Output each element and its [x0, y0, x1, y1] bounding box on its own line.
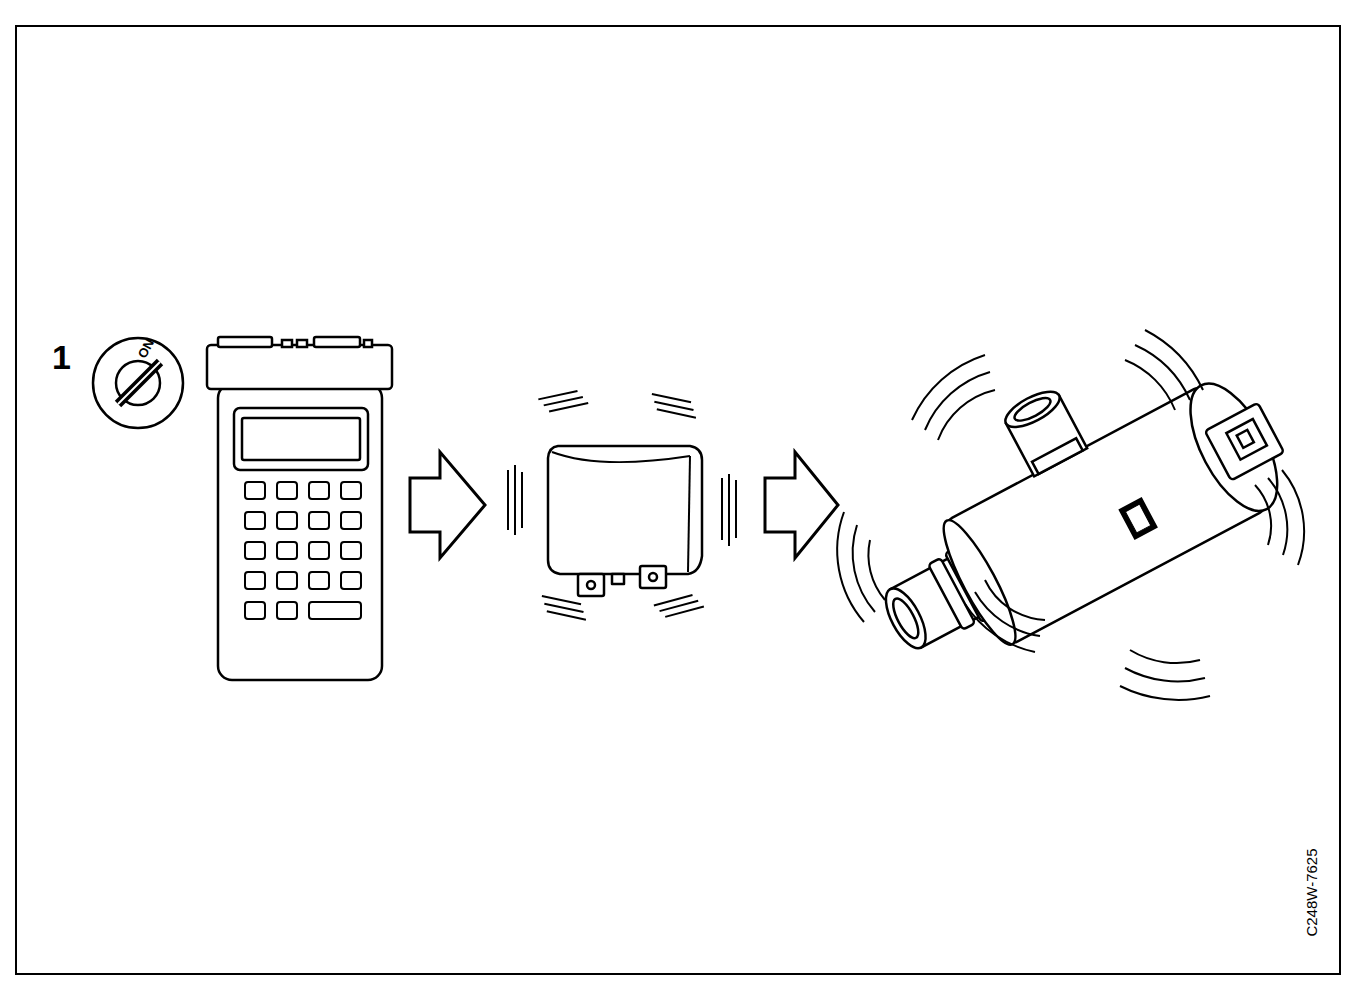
- vibration-arcs: [837, 330, 1304, 700]
- callout-number: 1: [52, 340, 71, 374]
- flow-arrow: [765, 452, 838, 558]
- flow-arrow: [410, 452, 485, 558]
- vibration-lines: [508, 389, 736, 619]
- scan-tool: [207, 337, 392, 680]
- relay: [548, 446, 702, 596]
- frame: [16, 26, 1340, 974]
- air-valve: [829, 304, 1304, 689]
- figure-code: C248W-7625: [1304, 848, 1319, 936]
